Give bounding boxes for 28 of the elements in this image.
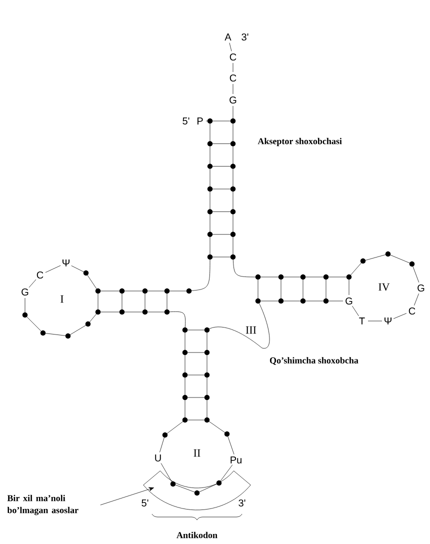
- prime-label: 5': [142, 500, 148, 506]
- base-letter: C: [230, 53, 236, 61]
- prime-label: 3': [238, 499, 246, 507]
- base-letter: G: [346, 297, 352, 305]
- base-letter: C: [408, 307, 416, 315]
- base-letter: C: [230, 74, 236, 82]
- arm-label: Qo’shimcha shoxobcha: [270, 357, 358, 365]
- arrow: [100, 487, 154, 506]
- base-letter: T: [359, 318, 365, 324]
- loop-numeral: I: [60, 295, 64, 303]
- base-letter: U: [155, 454, 161, 462]
- prime-label: 5': [182, 118, 190, 124]
- base-letter: P: [197, 118, 203, 124]
- loop-numeral: II: [194, 449, 200, 457]
- base-letter: G: [230, 96, 236, 104]
- base-letter: Ψ: [62, 260, 70, 266]
- base-letter: A: [224, 34, 232, 40]
- arm-label: Akseptor shoxobchasi: [258, 138, 342, 146]
- loop-numeral: III: [246, 326, 256, 334]
- base-letter: C: [36, 271, 44, 279]
- loop-numeral: IV: [378, 283, 390, 291]
- base-letter: G: [418, 284, 424, 292]
- anticodon-band: [143, 470, 251, 510]
- note-text: Bir xil ma’noli bo’lmagan asoslar: [7, 494, 78, 516]
- base-letter: Ψ: [384, 318, 392, 324]
- arm-label: Antikodon: [176, 532, 218, 538]
- base-letter: G: [22, 288, 28, 296]
- prime-label: 3': [242, 33, 248, 41]
